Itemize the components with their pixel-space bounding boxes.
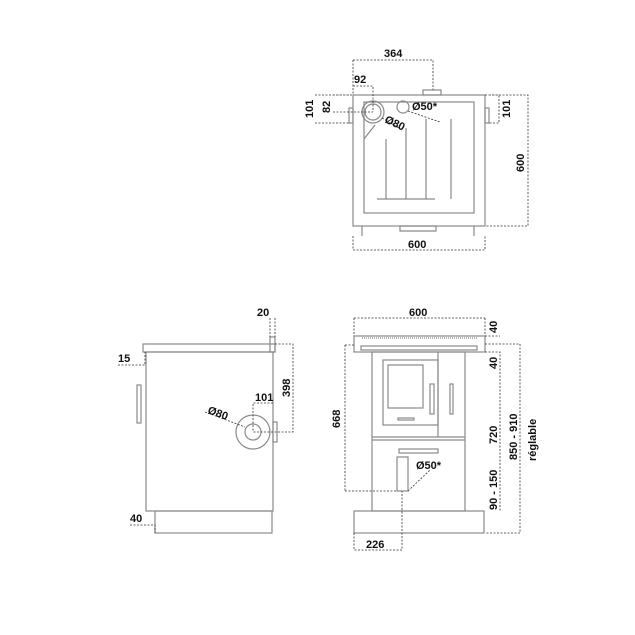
dim-668: 668 [331,410,343,428]
dim-101-right: 101 [501,100,513,118]
top-view: 364 92 101 82 101 600 600 Ø80 Ø50* [304,48,529,251]
dim-80: Ø80 [383,114,407,134]
dim-101: 101 [255,392,273,404]
dim-80-side: Ø80 [206,405,230,423]
dim-82: 82 [321,101,333,113]
label-reglable: réglable [527,419,539,461]
dim-15: 15 [118,353,130,365]
front-view: 600 40 40 668 720 90 - 150 850 - 910 rég… [331,307,539,551]
dim-50: Ø50* [412,101,438,113]
dim-50-front: Ø50* [416,460,442,472]
dim-600-width: 600 [408,239,426,251]
dim-20: 20 [257,307,269,319]
dim-600-depth: 600 [515,154,527,172]
side-view: 20 15 398 101 Ø80 40 [118,307,294,534]
dim-600-front: 600 [409,307,427,319]
dim-226: 226 [366,539,384,551]
dim-364: 364 [384,48,403,60]
dim-40-top: 40 [488,321,500,333]
dim-40-base: 40 [130,513,142,525]
dim-40-sub: 40 [488,357,500,369]
dim-90-150: 90 - 150 [488,470,500,510]
dim-101-left: 101 [304,100,316,118]
dim-850-910: 850 - 910 [508,414,520,460]
dim-398: 398 [281,379,293,397]
dim-720: 720 [488,426,500,444]
dim-92: 92 [354,74,366,86]
